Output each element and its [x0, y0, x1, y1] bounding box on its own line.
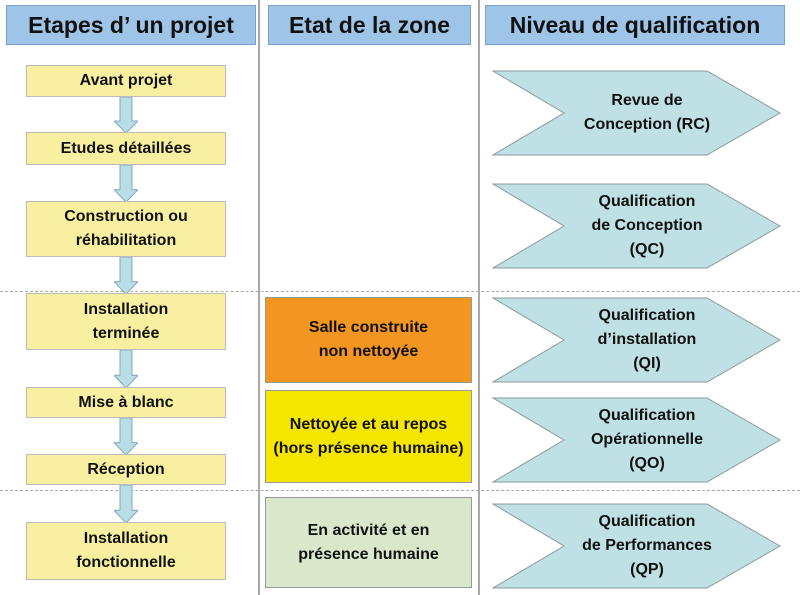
state-salle-construite: Salle construite non nettoyée [265, 297, 472, 383]
down-arrow-icon [114, 418, 138, 455]
qualification-line: Qualification [598, 307, 696, 324]
qualification-line: Qualification [598, 407, 696, 424]
down-arrow-icon [114, 350, 138, 388]
column-divider [478, 0, 480, 595]
chevron-shape [492, 297, 782, 383]
chevron-shape [492, 70, 782, 156]
phase-divider [0, 291, 800, 292]
qualification-line: Opérationnelle [590, 431, 704, 448]
qualification-line: (QI) [633, 355, 661, 372]
column-divider [258, 0, 260, 595]
step-installation-fonctionnelle: Installation fonctionnelle [26, 522, 226, 580]
chevron-rc: Revue de Conception (RC) [492, 70, 782, 156]
step-installation-terminee: Installation terminée [26, 293, 226, 350]
down-arrow-icon [114, 485, 138, 523]
step-mise-a-blanc: Mise à blanc [26, 387, 226, 418]
qualification-line: (QC) [629, 241, 665, 258]
down-arrow-icon [114, 165, 138, 202]
qualification-line: d’installation [597, 331, 697, 348]
qualification-line: de Performances [582, 537, 712, 554]
state-nettoyee-repos: Nettoyée et au repos (hors présence huma… [265, 390, 472, 483]
chevron-qi: Qualification d’installation (QI) [492, 297, 782, 383]
step-reception: Réception [26, 454, 226, 485]
step-construction: Construction ou réhabilitation [26, 201, 226, 257]
step-avant-projet: Avant projet [26, 65, 226, 97]
chevron-qc: Qualification de Conception (QC) [492, 183, 782, 269]
chevron-shape [492, 503, 782, 589]
header-qualification-level: Niveau de qualification [485, 5, 785, 45]
qualification-line: (QP) [630, 561, 664, 578]
qualification-line: de Conception [591, 217, 703, 234]
down-arrow-icon [114, 257, 138, 294]
chevron-shape [492, 183, 782, 269]
qualification-line: (QO) [629, 455, 665, 472]
header-project-steps: Etapes d’ un projet [6, 5, 256, 45]
chevron-qp: Qualification de Performances (QP) [492, 503, 782, 589]
phase-divider [0, 490, 800, 491]
qualification-line: Revue de [611, 92, 683, 109]
qualification-line: Qualification [598, 513, 696, 530]
state-en-activite: En activité et en présence humaine [265, 497, 472, 588]
qualification-line: Qualification [598, 193, 696, 210]
down-arrow-icon [114, 97, 138, 133]
header-zone-state: Etat de la zone [268, 5, 471, 45]
chevron-shape [492, 397, 782, 483]
qualification-line: Conception (RC) [583, 116, 711, 133]
step-etudes-detaillees: Etudes détaillées [26, 132, 226, 165]
